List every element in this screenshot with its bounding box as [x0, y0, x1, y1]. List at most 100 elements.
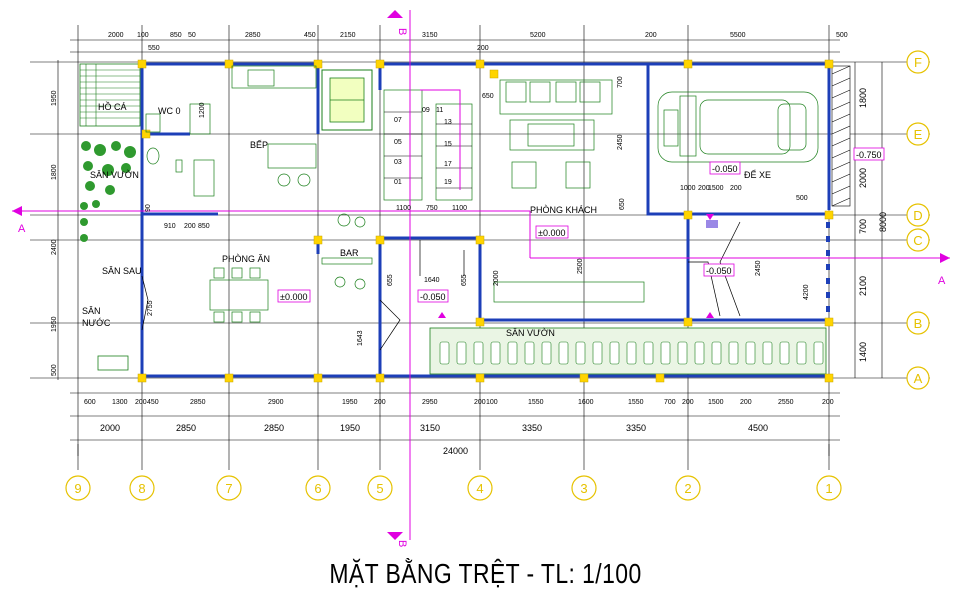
paving-slab — [626, 341, 637, 365]
axis-label-8: 8 — [138, 481, 145, 496]
dim-left-3: 1950 — [51, 316, 58, 332]
room-phong-an: PHÒNG ĂN — [222, 254, 270, 264]
dim-bot-m3: 1950 — [340, 423, 360, 433]
dim-right-4: 1400 — [858, 342, 868, 362]
bottom-dimension-chains: 600 1300 200 450 2850 2900 1950 200 2950… — [70, 392, 840, 456]
furniture — [97, 65, 819, 371]
section-mark-labels: A A B B — [18, 28, 946, 547]
paving-slab — [507, 341, 518, 365]
dim-bot-d10: 100 — [486, 399, 498, 406]
section-mark-b-bottom: B — [396, 540, 408, 547]
dim-int-2: 700 — [617, 76, 624, 88]
paving-slab — [711, 341, 722, 365]
top-dimension-chain: 2000 100 550 850 50 2850 450 2150 3150 2… — [70, 32, 848, 53]
dim-int-22: 655 — [461, 274, 468, 286]
axis-label-F: F — [914, 55, 922, 70]
dim-bot-d4: 2850 — [190, 399, 206, 406]
dim-int-15: 750 — [426, 205, 438, 212]
dim-int-7: 2450 — [755, 260, 762, 276]
dim-bot-m1: 2850 — [176, 423, 196, 433]
dim-int-23: 2755 — [147, 300, 154, 316]
dim-right-3: 2100 — [858, 276, 868, 296]
dim-bot-d5: 2900 — [268, 399, 284, 406]
axis-label-6: 6 — [314, 481, 321, 496]
axis-label-4: 4 — [476, 481, 483, 496]
dim-bot-d18: 2550 — [778, 399, 794, 406]
axis-label-D: D — [913, 208, 922, 223]
dim-bot-m6: 3350 — [626, 423, 646, 433]
axis-bubble-4 — [467, 475, 493, 501]
dim-int-0: 1200 — [199, 102, 206, 118]
dim-bot-m0: 2000 — [100, 423, 120, 433]
dim-bot-m7: 4500 — [748, 423, 768, 433]
dim-int-11: 1500 — [708, 185, 724, 192]
columns — [137, 59, 834, 383]
paving-slab — [592, 341, 603, 365]
paving-slab — [694, 341, 705, 365]
axis-label-2: 2 — [684, 481, 691, 496]
dim-left-2: 2400 — [51, 239, 58, 255]
axis-label-5: 5 — [376, 481, 383, 496]
dim-int-4: 650 — [619, 198, 626, 210]
axis-bubble-6 — [305, 475, 331, 501]
room-san-nuoc-2: NƯỚC — [82, 318, 111, 328]
stair-step-9: 11 — [436, 107, 443, 114]
room-san-nuoc-1: SÂN — [82, 306, 101, 316]
left-dimension-chain: 1950 1800 2400 1950 500 — [51, 60, 59, 380]
room-san-vuon-left: SÂN VƯỜN — [90, 170, 139, 180]
paving-slab — [575, 341, 586, 365]
stair-step-6: 17 — [444, 161, 452, 168]
dim-int-18: 200 — [184, 223, 196, 230]
paving-slab — [728, 341, 739, 365]
axis-bubble-B — [906, 311, 930, 335]
dim-bot-d12: 1600 — [578, 399, 594, 406]
axis-bubble-9 — [65, 475, 91, 501]
axis-bubble-5 — [367, 475, 393, 501]
axis-label-B: B — [914, 316, 923, 331]
axis-label-E: E — [914, 127, 923, 142]
axis-bubble-1 — [816, 475, 842, 501]
dim-top-5: 2850 — [245, 32, 261, 39]
dim-bot-d2: 200 — [135, 399, 147, 406]
dim-int-16: 1100 — [452, 205, 467, 212]
dim-int-1: 650 — [482, 93, 494, 100]
axis-label-9: 9 — [74, 481, 81, 496]
axis-label-7: 7 — [225, 481, 232, 496]
dim-bot-d7: 200 — [374, 399, 386, 406]
axis-bubble-8 — [129, 475, 155, 501]
room-wc: WC 0 — [158, 106, 181, 116]
section-mark-b-top: B — [396, 28, 408, 35]
paving-slab — [490, 341, 501, 365]
level-phong-an: ±0.000 — [280, 292, 307, 302]
paving-slab — [813, 341, 824, 365]
dim-left-4: 500 — [51, 364, 58, 376]
dim-int-9: 1000 — [680, 185, 696, 192]
right-dimension-chain: 1800 2000 700 2100 1400 8000 — [854, 62, 888, 378]
stair-step-4: 13 — [444, 119, 452, 126]
dim-bot-m5: 3350 — [522, 423, 542, 433]
paving-slab — [779, 341, 790, 365]
axis-bubble-3 — [571, 475, 597, 501]
room-ho-ca: HỒ CÁ — [98, 101, 127, 112]
paving-slab — [473, 341, 484, 365]
room-bar: BAR — [340, 248, 359, 258]
dim-bot-d15: 200 — [682, 399, 694, 406]
room-bep: BẾP — [250, 140, 268, 150]
dim-int-21: 655 — [387, 274, 394, 286]
dim-right-1: 2000 — [858, 168, 868, 188]
dim-bot-d6: 1950 — [342, 399, 358, 406]
dim-int-20: 1640 — [424, 277, 440, 284]
dim-top-10: 5200 — [530, 32, 546, 39]
dim-top-11: 200 — [645, 32, 657, 39]
paving-slab — [439, 341, 450, 365]
dim-int-10: 200 — [698, 185, 710, 192]
dim-bot-m4: 3150 — [420, 423, 440, 433]
dim-bot-total: 24000 — [443, 446, 468, 456]
paving-slab — [796, 341, 807, 365]
dim-bot-d17: 200 — [740, 399, 752, 406]
dim-bot-m2: 2850 — [264, 423, 284, 433]
paving-slab — [660, 341, 671, 365]
axis-label-1: 1 — [825, 481, 832, 496]
